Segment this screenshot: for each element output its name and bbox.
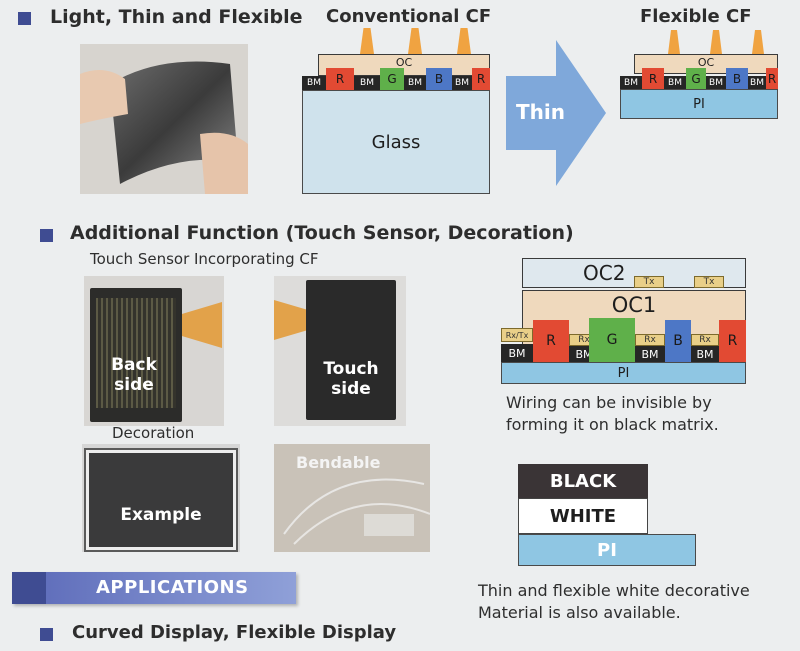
- decoration-note: Thin and flexible white decorative Mater…: [478, 580, 750, 625]
- black-layer: BLACK: [518, 464, 648, 498]
- bm-block: BM: [354, 76, 380, 90]
- bm-block: BM: [691, 346, 719, 362]
- photo-spacer: [360, 28, 374, 54]
- r-filter: R: [533, 320, 569, 362]
- back-label-line1: Back: [111, 355, 157, 375]
- r-filter: R: [642, 68, 664, 89]
- touch-label-line2: side: [331, 378, 371, 399]
- decoration-note-line2: Material is also available.: [478, 603, 681, 623]
- thin-arrow: Thin: [506, 40, 606, 186]
- decoration-label: Decoration: [112, 424, 195, 442]
- b-filter: B: [726, 68, 748, 89]
- back-label-line2: side: [114, 374, 154, 395]
- applications-banner-label: APPLICATIONS: [96, 577, 249, 598]
- sensor-grid: [96, 298, 176, 408]
- g-filter: G: [380, 68, 404, 90]
- flex-cable: [274, 300, 308, 340]
- bm-block: BM: [748, 76, 766, 89]
- bendable-photo: Bendable: [274, 444, 430, 552]
- bendable-film-illustration: [283, 478, 430, 545]
- r-filter: R: [326, 68, 354, 90]
- flexible-film-illustration: [80, 61, 248, 194]
- section2-heading: Additional Function (Touch Sensor, Decor…: [70, 222, 574, 244]
- example-photo: Example: [82, 444, 240, 552]
- touch-label-line1: Touch: [323, 359, 379, 379]
- wiring-note-line2: forming it on black matrix.: [506, 415, 719, 435]
- photo-spacer: [710, 30, 722, 54]
- flexible-film-photo: [80, 44, 248, 194]
- touch-sensor-subheading: Touch Sensor Incorporating CF: [90, 250, 319, 268]
- flexible-cf-diagram: OC BM R BM G BM B BM R PI: [620, 30, 780, 122]
- pi-substrate: PI: [620, 89, 778, 119]
- r-filter: R: [719, 320, 746, 362]
- g-filter: G: [589, 318, 635, 362]
- photo-spacer: [752, 30, 764, 54]
- r-filter: R: [472, 68, 490, 90]
- example-label: Example: [120, 505, 202, 525]
- b-filter: B: [665, 320, 691, 362]
- section1-heading: Light, Thin and Flexible: [50, 6, 303, 28]
- flex-cable: [176, 302, 222, 348]
- bm-block: BM: [501, 344, 533, 362]
- decor-frame: [86, 450, 236, 550]
- photo-spacer: [457, 28, 471, 54]
- glass-substrate: Glass: [302, 90, 490, 194]
- bm-block: BM: [302, 76, 326, 90]
- bm-block: BM: [620, 76, 642, 89]
- touch-side-label: Touch side: [310, 359, 392, 399]
- decoration-note-line1: Thin and flexible white decorative: [478, 581, 750, 600]
- photo-spacer: [408, 28, 422, 54]
- applications-bullet: [40, 628, 53, 641]
- pi-substrate: PI: [501, 362, 746, 384]
- section2-bullet: [40, 229, 53, 242]
- b-filter: B: [426, 68, 452, 90]
- bm-block: BM: [452, 76, 472, 90]
- rx-electrode: Rx: [691, 334, 719, 346]
- bm-block: BM: [664, 76, 686, 89]
- wiring-note-line1: Wiring can be invisible by: [506, 393, 712, 412]
- back-side-label: Back side: [98, 355, 170, 395]
- bendable-label: Bendable: [296, 453, 381, 472]
- thin-arrow-label: Thin: [516, 100, 565, 124]
- decoration-stack-diagram: BLACK WHITE PI: [518, 464, 698, 568]
- photo-spacer: [668, 30, 680, 54]
- tx-electrode: Tx: [634, 276, 664, 288]
- flexible-cf-title: Flexible CF: [640, 6, 752, 27]
- applications-banner: APPLICATIONS: [12, 572, 296, 604]
- touch-sensor-diagram: OC2 Tx Tx OC1 Rx/Tx BM R Rx BM G Rx BM B…: [498, 258, 750, 386]
- rxtx-electrode: Rx/Tx: [501, 328, 533, 342]
- touch-panel: [306, 280, 396, 420]
- wiring-note: Wiring can be invisible by forming it on…: [506, 392, 719, 437]
- r-filter: R: [766, 68, 778, 89]
- pi-substrate: PI: [518, 534, 696, 566]
- g-filter: G: [686, 68, 706, 89]
- white-layer: WHITE: [518, 498, 648, 534]
- rx-electrode: Rx: [635, 334, 665, 346]
- conventional-cf-title: Conventional CF: [326, 6, 492, 27]
- tx-electrode: Tx: [694, 276, 724, 288]
- conventional-cf-diagram: OC BM R G BM BM B BM R Glass: [302, 28, 492, 198]
- back-side-photo: Back side: [84, 276, 224, 426]
- touch-side-photo: Touch side: [274, 276, 406, 426]
- bm-block: BM: [635, 346, 665, 362]
- bm-block: BM: [706, 76, 726, 89]
- banner-accent: [12, 572, 46, 604]
- arrow-right-icon: [506, 40, 606, 186]
- applications-heading: Curved Display, Flexible Display: [72, 622, 397, 643]
- bm-block: BM: [404, 76, 426, 90]
- section1-bullet: [18, 12, 31, 25]
